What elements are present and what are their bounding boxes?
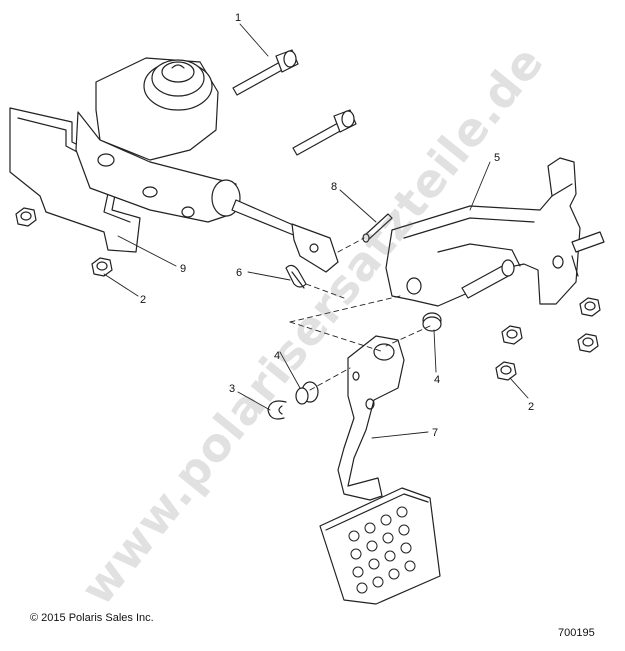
leader-lines — [103, 23, 529, 439]
master-cylinder — [75, 57, 339, 273]
brake-pedal — [319, 335, 441, 605]
callout-1: 1 — [235, 12, 241, 24]
bushing-lower — [295, 381, 319, 405]
bolt-upper — [232, 49, 299, 96]
callout-4-right: 4 — [434, 374, 440, 386]
e-clip — [267, 400, 287, 420]
callout-4-left: 4 — [274, 350, 280, 362]
callout-9: 9 — [180, 263, 186, 275]
callout-8: 8 — [331, 181, 337, 193]
callout-2-left: 2 — [140, 294, 146, 306]
assembly-lines — [289, 237, 431, 391]
document-number: 700195 — [558, 627, 595, 639]
clevis-pin — [362, 213, 393, 243]
copyright-notice: © 2015 Polaris Sales Inc. — [30, 612, 154, 624]
flange-nut — [15, 207, 601, 381]
cotter-pin — [285, 264, 307, 289]
callout-5: 5 — [494, 152, 500, 164]
callout-6: 6 — [236, 267, 242, 279]
callout-3: 3 — [229, 383, 235, 395]
bolt-lower — [292, 109, 357, 156]
callout-7: 7 — [432, 427, 438, 439]
pedal-bracket — [385, 157, 605, 307]
callout-2-right: 2 — [528, 401, 534, 413]
